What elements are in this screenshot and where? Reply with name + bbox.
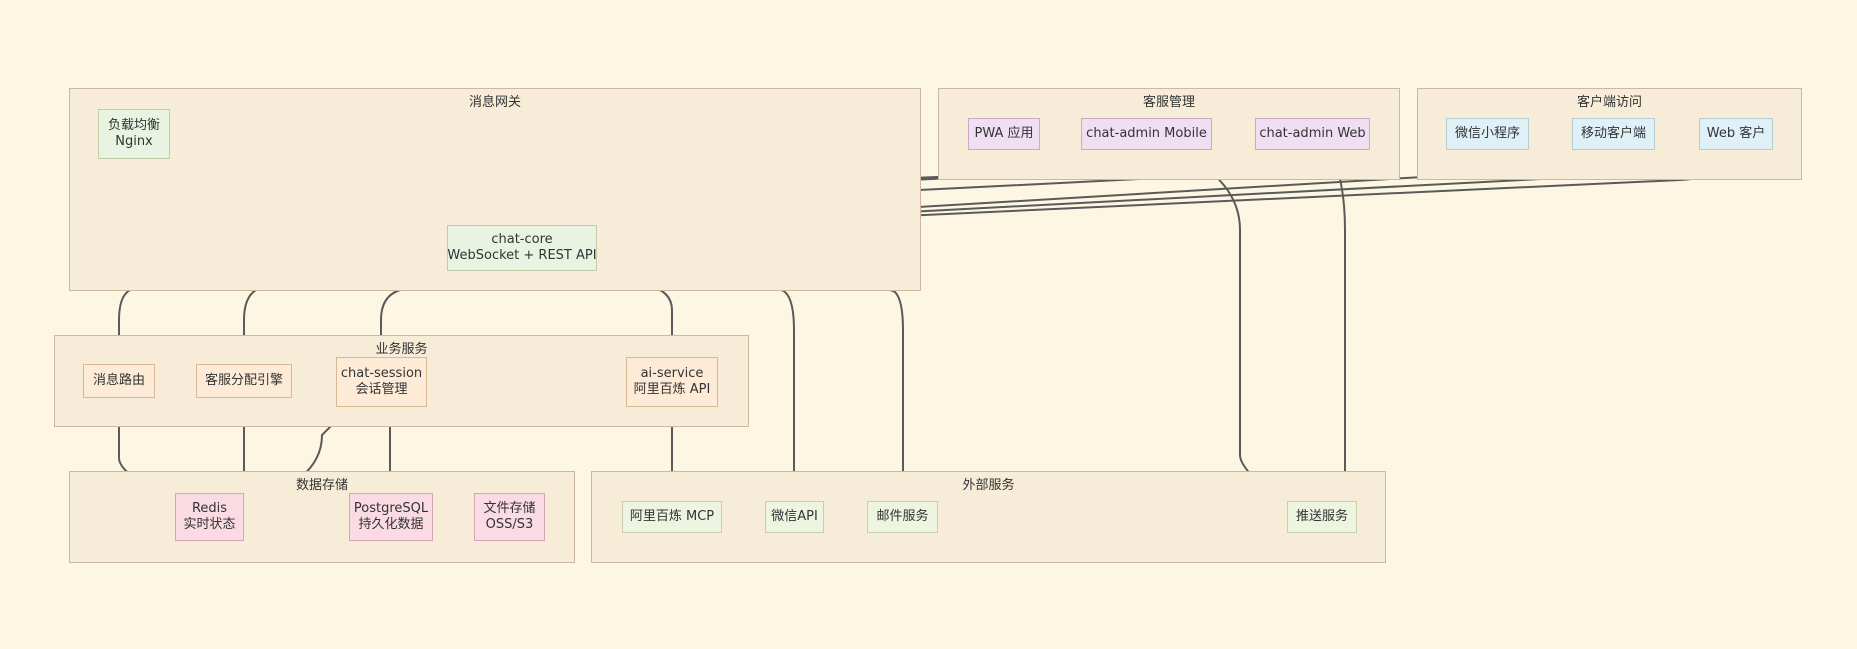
node-ai-service[interactable]: ai-service 阿里百炼 API — [626, 357, 718, 407]
node-ai-service-line1: ai-service — [640, 366, 704, 381]
node-chat-session-line1: chat-session — [340, 366, 423, 381]
node-file-storage-line2: OSS/S3 — [485, 517, 534, 532]
node-pwa-app[interactable]: PWA 应用 — [968, 118, 1040, 150]
node-chat-admin-web-label: chat-admin Web — [1259, 126, 1366, 141]
node-redis-line1: Redis — [191, 501, 228, 516]
node-bailian-mcp-label: 阿里百炼 MCP — [629, 509, 715, 524]
node-web-client[interactable]: Web 客户 — [1699, 118, 1773, 150]
node-load-balancer-line2: Nginx — [115, 134, 153, 149]
node-agent-dispatch[interactable]: 客服分配引擎 — [196, 364, 292, 398]
node-chat-admin-mobile[interactable]: chat-admin Mobile — [1081, 118, 1212, 150]
node-postgresql-line2: 持久化数据 — [358, 517, 424, 532]
group-external: 外部服务 — [591, 471, 1386, 563]
node-chat-core-line1: chat-core — [491, 232, 553, 247]
group-title-storage: 数据存储 — [295, 478, 348, 493]
node-chat-session-line2: 会话管理 — [355, 382, 408, 397]
node-wechat-api-label: 微信API — [771, 509, 818, 524]
node-wechat-miniprogram[interactable]: 微信小程序 — [1446, 118, 1529, 150]
node-web-client-label: Web 客户 — [1706, 126, 1766, 141]
group-title-gateway: 消息网关 — [468, 95, 521, 110]
node-file-storage[interactable]: 文件存储 OSS/S3 — [474, 493, 545, 541]
node-agent-dispatch-label: 客服分配引擎 — [204, 373, 283, 388]
group-title-external: 外部服务 — [962, 478, 1015, 493]
node-pwa-app-label: PWA 应用 — [974, 126, 1034, 141]
node-redis[interactable]: Redis 实时状态 — [175, 493, 244, 541]
node-chat-core-line2: WebSocket + REST API — [447, 248, 597, 263]
node-message-routing-label: 消息路由 — [92, 373, 145, 388]
node-chat-admin-mobile-label: chat-admin Mobile — [1086, 126, 1207, 141]
node-mail-service-label: 邮件服务 — [876, 509, 929, 524]
node-wechat-api[interactable]: 微信API — [765, 501, 824, 533]
group-title-client: 客户端访问 — [1576, 95, 1642, 110]
node-mobile-client-label: 移动客户端 — [1580, 126, 1646, 141]
node-mobile-client[interactable]: 移动客户端 — [1572, 118, 1655, 150]
node-postgresql-line1: PostgreSQL — [353, 501, 429, 516]
node-ai-service-line2: 阿里百炼 API — [633, 382, 711, 397]
node-redis-line2: 实时状态 — [183, 517, 236, 532]
group-title-biz: 业务服务 — [375, 342, 428, 357]
node-postgresql[interactable]: PostgreSQL 持久化数据 — [349, 493, 433, 541]
node-message-routing[interactable]: 消息路由 — [83, 364, 155, 398]
node-load-balancer-line1: 负载均衡 — [107, 118, 160, 133]
node-load-balancer[interactable]: 负载均衡 Nginx — [98, 109, 170, 159]
node-wechat-miniprogram-label: 微信小程序 — [1454, 126, 1520, 141]
node-push-service[interactable]: 推送服务 — [1287, 501, 1357, 533]
node-chat-core[interactable]: chat-core WebSocket + REST API — [447, 225, 597, 271]
node-file-storage-line1: 文件存储 — [483, 501, 536, 516]
node-mail-service[interactable]: 邮件服务 — [867, 501, 938, 533]
node-chat-session[interactable]: chat-session 会话管理 — [336, 357, 427, 407]
node-bailian-mcp[interactable]: 阿里百炼 MCP — [622, 501, 722, 533]
node-chat-admin-web[interactable]: chat-admin Web — [1255, 118, 1370, 150]
node-push-service-label: 推送服务 — [1295, 509, 1348, 524]
group-title-admin: 客服管理 — [1142, 95, 1195, 110]
edge-admin_web-to-push — [1330, 149, 1346, 499]
